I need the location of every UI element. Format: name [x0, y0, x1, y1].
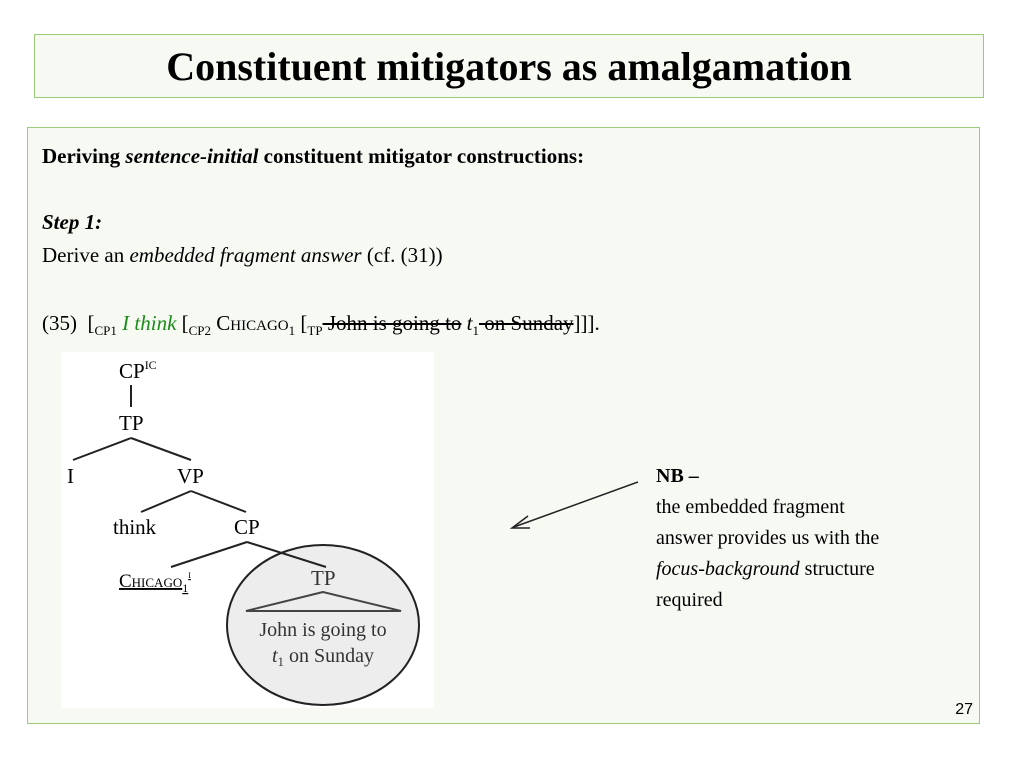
- syntax-tree: CPIC TP I VP think CP Chicago1i TP John …: [61, 352, 434, 708]
- example-35: (35) [CP1 I think [CP2 Chicago1 [TP John…: [42, 311, 600, 339]
- edge-cp-tp: [246, 541, 327, 568]
- step-text-pre: Derive an: [42, 243, 130, 267]
- content-box: Deriving sentence-initial constituent mi…: [27, 127, 980, 724]
- example-tp: TP: [307, 323, 323, 339]
- node-cp: CP: [234, 515, 260, 539]
- step-text-post: (cf. (31)): [361, 243, 443, 267]
- edge-tp-vp: [130, 437, 192, 461]
- node-think: think: [113, 515, 157, 539]
- nb-line2: answer provides us with the: [656, 527, 880, 549]
- nb-note: NB – the embedded fragment answer provid…: [656, 461, 879, 616]
- slide-title: Constituent mitigators as amalgamation: [166, 43, 852, 89]
- nb-line1: the embedded fragment: [656, 496, 845, 518]
- example-chicago: Chicago: [211, 311, 289, 335]
- arrow-icon: [509, 481, 639, 529]
- example-open2: [: [176, 311, 189, 335]
- title-box: Constituent mitigators as amalgamation: [34, 34, 984, 98]
- step-text-italic: embedded fragment answer: [129, 243, 362, 267]
- example-trace-sub: 1: [472, 323, 480, 339]
- tp-highlight-circle: [226, 544, 420, 706]
- tree-sentence-line1: John is going to: [259, 619, 386, 641]
- step-text: Derive an embedded fragment answer (cf. …: [42, 243, 443, 268]
- node-tp-top: TP: [119, 411, 144, 435]
- nb-line3-rest: structure: [799, 558, 875, 580]
- nb-head: NB –: [656, 465, 699, 487]
- tp-triangle: [245, 590, 402, 612]
- example-sub1: 1: [288, 323, 296, 339]
- nb-line3-italic: focus-background: [656, 558, 800, 580]
- example-cp1: CP1: [94, 323, 117, 339]
- edge-vp-cp: [190, 490, 247, 513]
- node-chicago: Chicago1i: [119, 567, 191, 595]
- example-struck2: on Sunday: [479, 311, 574, 335]
- example-struck: John is going to: [322, 311, 462, 335]
- intro-part3: constituent mitigator constructions:: [258, 144, 585, 168]
- edge-tp-i: [72, 437, 132, 461]
- node-i: I: [67, 464, 74, 488]
- example-open1: [: [87, 311, 95, 335]
- example-i-think: I think: [116, 311, 177, 335]
- example-cp2: CP2: [188, 323, 212, 339]
- node-vp: VP: [177, 464, 204, 488]
- edge-cp-chicago: [170, 541, 248, 568]
- node-cp-root: CPIC: [119, 358, 157, 383]
- step-label: Step 1:: [42, 210, 103, 234]
- tree-sentence-line2: t1 on Sunday: [272, 645, 374, 669]
- page-number: 27: [955, 701, 973, 718]
- example-number: (35): [42, 311, 77, 335]
- example-trace: t: [466, 311, 473, 335]
- intro-line: Deriving sentence-initial constituent mi…: [42, 144, 584, 169]
- intro-part1: Deriving: [42, 144, 126, 168]
- nb-line3: focus-background structure: [656, 554, 879, 585]
- node-tp-low: TP: [311, 566, 336, 590]
- example-close: ]]].: [573, 311, 600, 335]
- example-open3: [: [295, 311, 308, 335]
- nb-line4: required: [656, 589, 723, 611]
- intro-italic: sentence-initial: [125, 144, 259, 168]
- edge-vp-think: [140, 490, 192, 513]
